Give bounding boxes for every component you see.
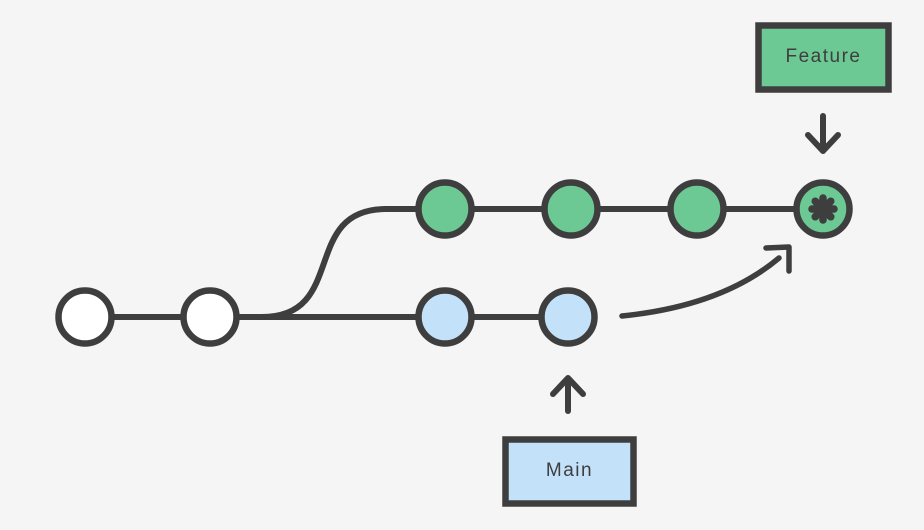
asterisk-icon — [808, 194, 838, 224]
commit-feature-2 — [541, 179, 601, 239]
arrow-up-icon — [550, 375, 586, 414]
feature-label-box — [755, 22, 892, 93]
commit-feature-3 — [667, 179, 727, 239]
rebase-arrow-curve — [619, 255, 782, 319]
main-label-box — [502, 436, 637, 507]
branch-split-curve — [259, 206, 389, 320]
rebase-arrow-head-icon — [763, 244, 792, 274]
commit-base-2 — [180, 287, 240, 347]
commit-main-1 — [415, 287, 475, 347]
commit-feature-1 — [415, 179, 475, 239]
commit-base-1 — [55, 287, 115, 347]
commit-main-2 — [538, 287, 598, 347]
arrow-down-icon — [805, 113, 841, 154]
